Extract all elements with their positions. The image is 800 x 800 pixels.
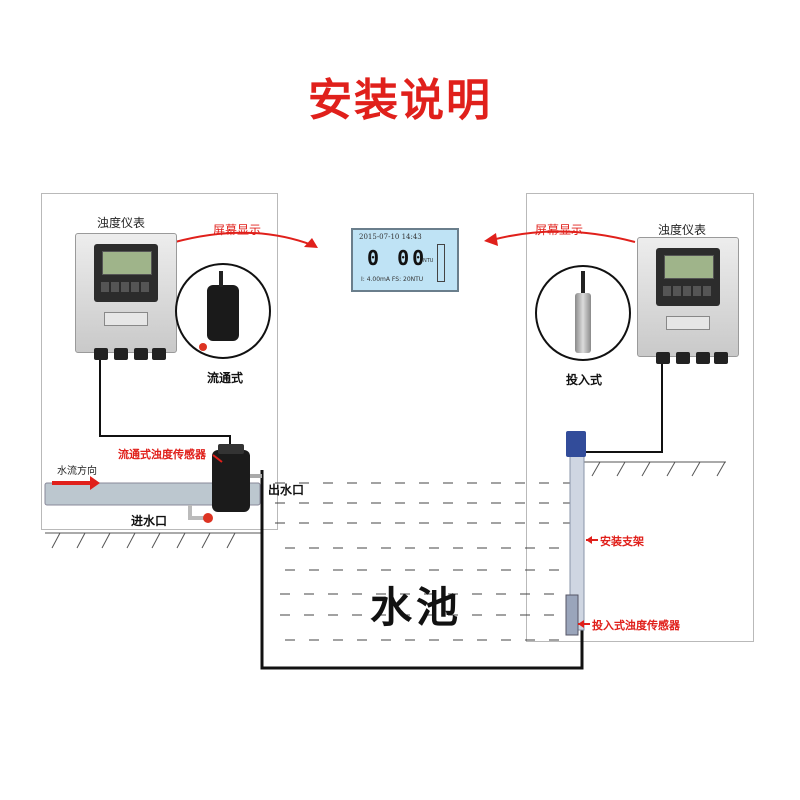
- flow-arrow: [52, 476, 100, 490]
- display-unit: NTU: [423, 258, 434, 264]
- left-turbidity-meter: [75, 233, 177, 360]
- right-screen-label: 屏幕显示: [535, 223, 584, 237]
- right-meter-label: 浊度仪表: [658, 223, 707, 237]
- submersion-sensor-inset: [535, 265, 631, 361]
- flow-sensor-inset: [175, 263, 271, 359]
- submersion-sensor-label: 投入式浊度传感器: [592, 619, 680, 632]
- left-meter-label: 浊度仪表: [97, 216, 146, 230]
- submersion-mode-label: 投入式: [566, 373, 603, 387]
- submersion-sensor: [565, 594, 579, 636]
- water-lines: [275, 482, 570, 641]
- right-screen-arrow: [491, 230, 636, 243]
- display-gauge: [437, 244, 445, 282]
- flow-mode-label: 流通式: [207, 371, 244, 385]
- left-ground-hatch: [45, 532, 262, 549]
- left-screen-arrow: [174, 231, 313, 246]
- flow-direction-label: 水流方向: [57, 466, 97, 477]
- pool-outline: [260, 462, 584, 670]
- bracket-label: 安装支架: [600, 535, 644, 548]
- red-leaders: [212, 454, 598, 628]
- pool-label: 水池: [370, 583, 463, 632]
- inlet-valve: [203, 513, 213, 523]
- outlet-label: 出水口: [268, 483, 305, 497]
- flow-sensor-body: [212, 450, 250, 512]
- right-cable: [585, 360, 663, 453]
- left-screen-label: 屏幕显示: [213, 223, 262, 237]
- display-reading: 0 00: [367, 246, 428, 270]
- left-cable: [99, 360, 231, 450]
- display-screen: 2015-07-10 14:43 0 00 NTU I: 4.00mA FS: …: [351, 228, 459, 292]
- page-title: 安装说明: [308, 75, 492, 126]
- display-footer: I: 4.00mA FS: 20NTU: [361, 276, 424, 283]
- bracket-top: [566, 431, 586, 457]
- pipe: [44, 482, 261, 506]
- flow-sensor-cap: [218, 444, 244, 454]
- flow-sensor-label: 流通式浊度传感器: [118, 448, 206, 461]
- display-datetime: 2015-07-10 14:43: [359, 233, 422, 241]
- right-ground-hatch: [582, 461, 726, 477]
- right-turbidity-meter: [637, 237, 739, 364]
- inlet-label: 进水口: [131, 514, 168, 528]
